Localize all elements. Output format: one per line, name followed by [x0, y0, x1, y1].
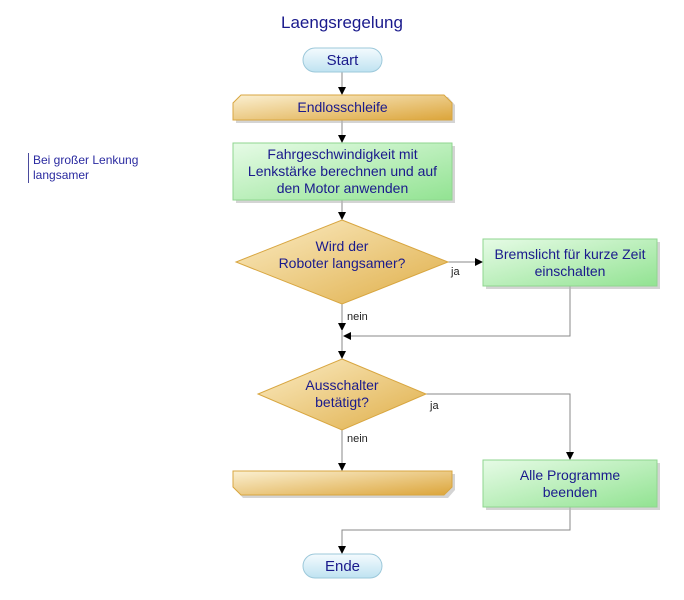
start-label: Start [326, 52, 359, 69]
edge-label-slower-yes: ja [451, 266, 460, 278]
brake-light-label-line: einschalten [534, 263, 606, 279]
edge-endall-end [338, 507, 571, 554]
end-all-label-line: Alle Programme [519, 467, 621, 483]
compute-label-line: Fahrgeschwindigkeit mit [267, 146, 418, 162]
brake-light-label-line: Bremslicht für kurze Zeit [494, 246, 646, 262]
compute-node[interactable] [232, 142, 453, 201]
loop-start-label: Endlosschleife [297, 99, 388, 115]
comment-annotation: Bei großer Lenkung langsamer [28, 153, 138, 183]
start-node[interactable] [302, 47, 383, 73]
edge-switch-yes [426, 393, 574, 460]
edge-label-slower-no: nein [347, 311, 368, 323]
compute-label: Fahrgeschwindigkeit mit Lenkstärke berec… [233, 146, 452, 197]
end-all-node[interactable] [482, 459, 658, 508]
loop-start-node[interactable] [232, 94, 453, 121]
end-all-label-line: beenden [542, 484, 598, 500]
comment-line: langsamer [33, 168, 90, 182]
brake-light-label: Bremslicht für kurze Zeit einschalten [483, 246, 657, 280]
decision-slower-node[interactable] [234, 219, 450, 305]
edge-label-switch-no: nein [347, 433, 368, 445]
loop-end-node[interactable] [232, 470, 453, 496]
decision-switch-node[interactable] [256, 358, 428, 431]
comment-line: Bei großer Lenkung [33, 153, 139, 167]
end-all-label: Alle Programme beenden [483, 467, 657, 501]
diagram-title: Laengsregelung [281, 13, 403, 32]
compute-label-line: Lenkstärke berechnen und auf [247, 163, 438, 179]
decision-switch-label: Ausschalter betätigt? [272, 377, 412, 411]
decision-slower-label-line: Wird der [315, 238, 369, 254]
decision-switch-label-line: betätigt? [315, 394, 369, 410]
decision-slower-label: Wird der Roboter langsamer? [250, 238, 434, 272]
end-label: Ende [324, 558, 361, 575]
edge-brake-merge [343, 286, 571, 340]
brake-light-node[interactable] [482, 238, 658, 287]
decision-slower-label-line: Roboter langsamer? [278, 255, 406, 271]
decision-switch-label-line: Ausschalter [305, 377, 379, 393]
edge-label-switch-yes: ja [430, 400, 439, 412]
end-node[interactable] [302, 553, 383, 579]
compute-label-line: den Motor anwenden [276, 180, 409, 196]
